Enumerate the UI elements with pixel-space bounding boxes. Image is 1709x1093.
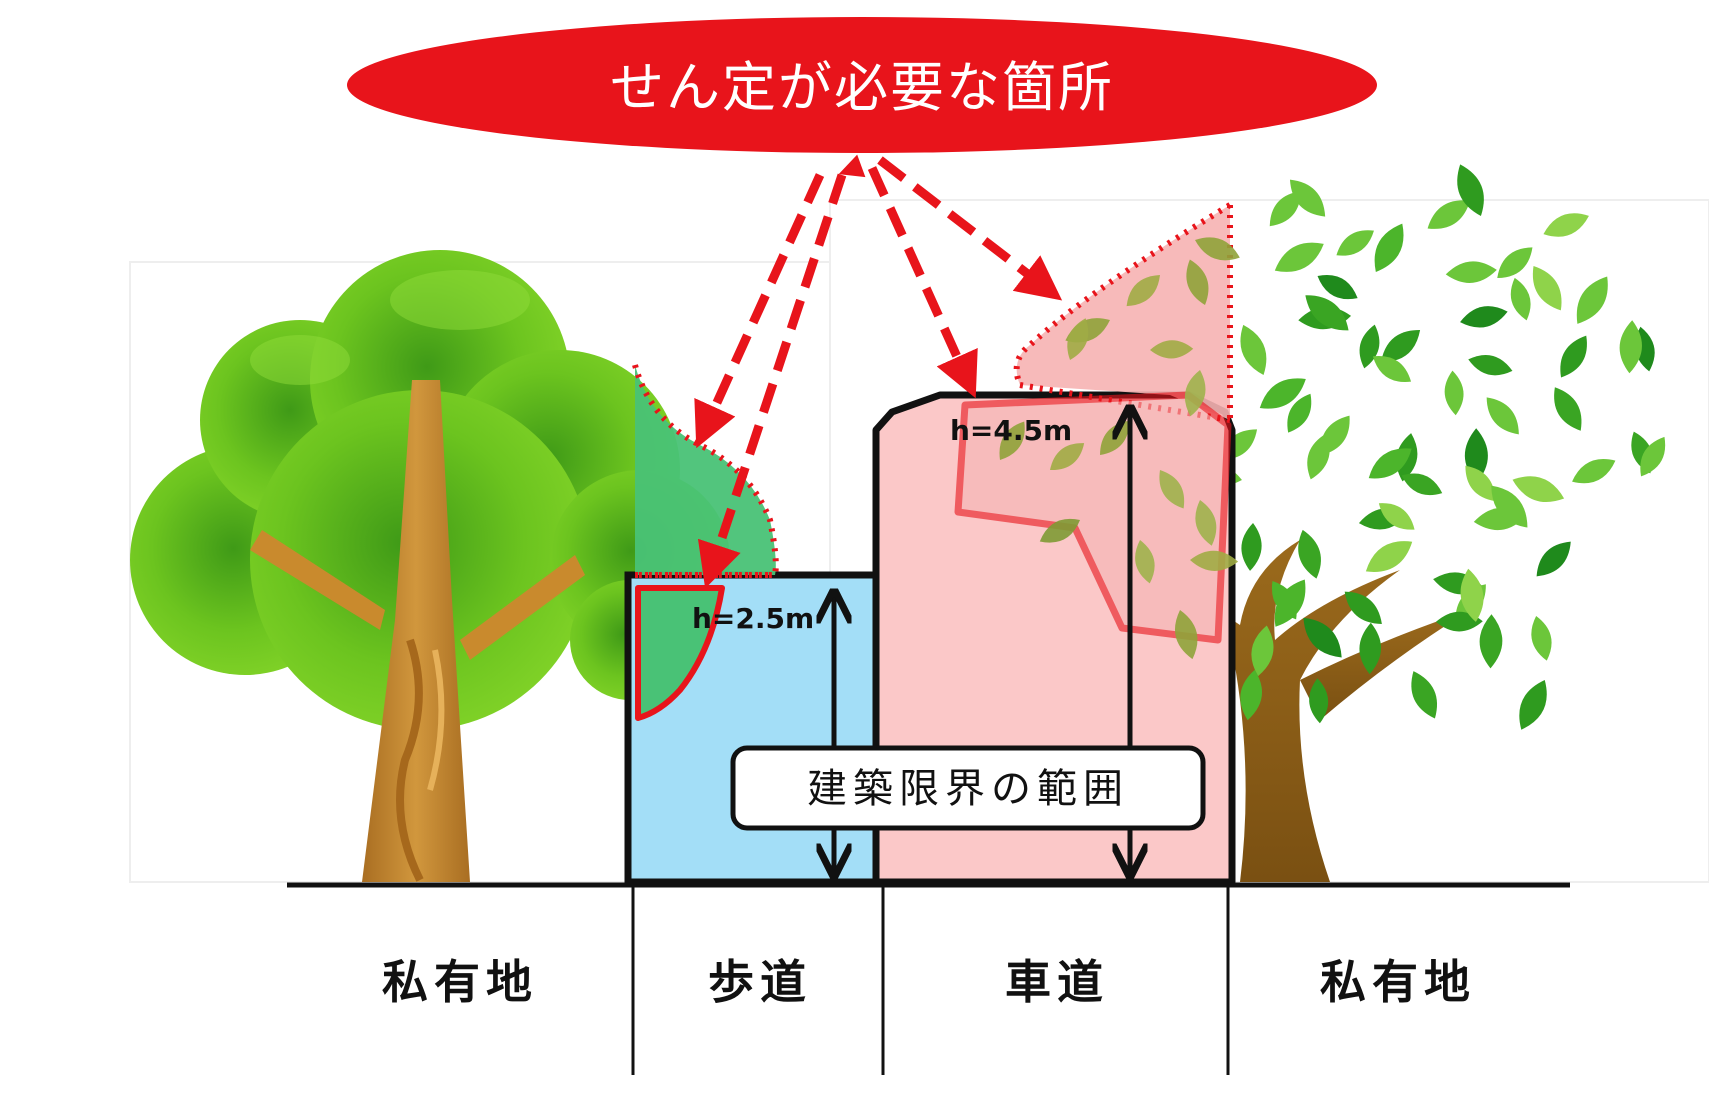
leaf bbox=[1190, 550, 1239, 571]
clearance-label-box bbox=[730, 745, 1206, 831]
leaf bbox=[1372, 355, 1412, 382]
leaf bbox=[1460, 568, 1484, 622]
leaf bbox=[1269, 191, 1301, 227]
leaf bbox=[1251, 625, 1274, 677]
leaf bbox=[1039, 518, 1080, 543]
leaf bbox=[1368, 448, 1412, 479]
leaf bbox=[1126, 275, 1160, 307]
leaf bbox=[1274, 242, 1324, 272]
callout-title: せん定が必要な箇所 bbox=[610, 56, 1114, 119]
leaf bbox=[1067, 318, 1089, 360]
leaf bbox=[1491, 485, 1528, 528]
leaf bbox=[1195, 237, 1240, 261]
leaf bbox=[1576, 276, 1608, 324]
left-tree-trunk bbox=[250, 380, 585, 882]
leaf bbox=[1519, 680, 1547, 730]
leaf bbox=[1309, 678, 1329, 724]
leaf bbox=[1289, 179, 1326, 217]
leaf bbox=[1444, 370, 1464, 416]
sidewalk-intrusion-area bbox=[635, 585, 725, 721]
leaf bbox=[1274, 579, 1306, 627]
leaf bbox=[1150, 340, 1194, 359]
leaf bbox=[1497, 247, 1533, 279]
leaf bbox=[1536, 541, 1571, 577]
leaf bbox=[1411, 671, 1438, 719]
right-overhang-upper bbox=[1016, 205, 1230, 420]
leaf bbox=[1486, 397, 1519, 435]
leaf bbox=[1427, 200, 1471, 229]
leaf bbox=[1240, 324, 1267, 376]
leaf bbox=[1531, 616, 1552, 661]
leaf bbox=[1554, 387, 1582, 431]
sidewalk-height-label: h=2.5m bbox=[692, 602, 814, 635]
callout-arrows bbox=[694, 156, 1063, 589]
leaf bbox=[1560, 335, 1587, 378]
leaf bbox=[1619, 320, 1642, 374]
zone-label-left-private: 私有地 bbox=[382, 955, 538, 1009]
leaf bbox=[1186, 259, 1209, 305]
leaf bbox=[1381, 329, 1421, 363]
leaf bbox=[1359, 622, 1382, 675]
leaf bbox=[1640, 436, 1666, 477]
leaf bbox=[1307, 433, 1330, 480]
leaf bbox=[1287, 393, 1312, 433]
leaf bbox=[1303, 617, 1342, 658]
callout-arrow-left-lower bbox=[697, 173, 847, 589]
callout-ellipse bbox=[347, 17, 1377, 153]
leaf bbox=[1532, 265, 1562, 311]
leaf bbox=[1543, 213, 1589, 237]
leaf bbox=[1305, 295, 1349, 331]
leaf bbox=[1175, 610, 1198, 660]
leaf bbox=[1465, 465, 1496, 502]
callout-arrow-left-upper bbox=[694, 173, 825, 449]
leaf bbox=[1401, 473, 1443, 496]
clearance-label: 建築限界の範囲 bbox=[807, 766, 1129, 812]
leaf bbox=[1317, 275, 1358, 300]
leaf bbox=[1365, 541, 1413, 572]
callout-arrow-road-lower bbox=[867, 166, 978, 399]
leaf bbox=[1512, 476, 1565, 502]
right-tree bbox=[1110, 164, 1666, 882]
zone-label-sidewalk: 歩道 bbox=[708, 955, 812, 1009]
leaf bbox=[1159, 470, 1185, 509]
leaf bbox=[1050, 443, 1085, 471]
leaf bbox=[1572, 459, 1616, 484]
leaf bbox=[1336, 230, 1374, 256]
left-overhang-upper bbox=[635, 365, 776, 575]
leaf bbox=[1510, 277, 1531, 321]
leaf bbox=[1241, 523, 1262, 571]
leaf bbox=[1344, 591, 1382, 624]
leaf bbox=[999, 421, 1025, 460]
leaf bbox=[1445, 261, 1497, 283]
leaf bbox=[1479, 614, 1503, 669]
right-tree-leaves bbox=[1192, 164, 1666, 730]
leaf bbox=[1468, 355, 1513, 376]
leaf bbox=[1374, 223, 1404, 273]
overlap-leaves bbox=[999, 237, 1240, 660]
zone-label-right-private: 私有地 bbox=[1320, 955, 1476, 1009]
leaf bbox=[1184, 370, 1206, 417]
leaf bbox=[1240, 669, 1262, 721]
callout-arrow-road-upper bbox=[877, 156, 1063, 301]
leaf bbox=[1298, 529, 1321, 579]
leaf bbox=[1460, 306, 1508, 328]
leaf bbox=[1259, 378, 1306, 409]
leaf bbox=[1378, 503, 1415, 530]
leaf bbox=[1195, 500, 1217, 546]
zone-label-roadway: 車道 bbox=[1005, 955, 1109, 1009]
leaf bbox=[1457, 164, 1484, 217]
roadway-height-label: h=4.5m bbox=[950, 414, 1072, 447]
